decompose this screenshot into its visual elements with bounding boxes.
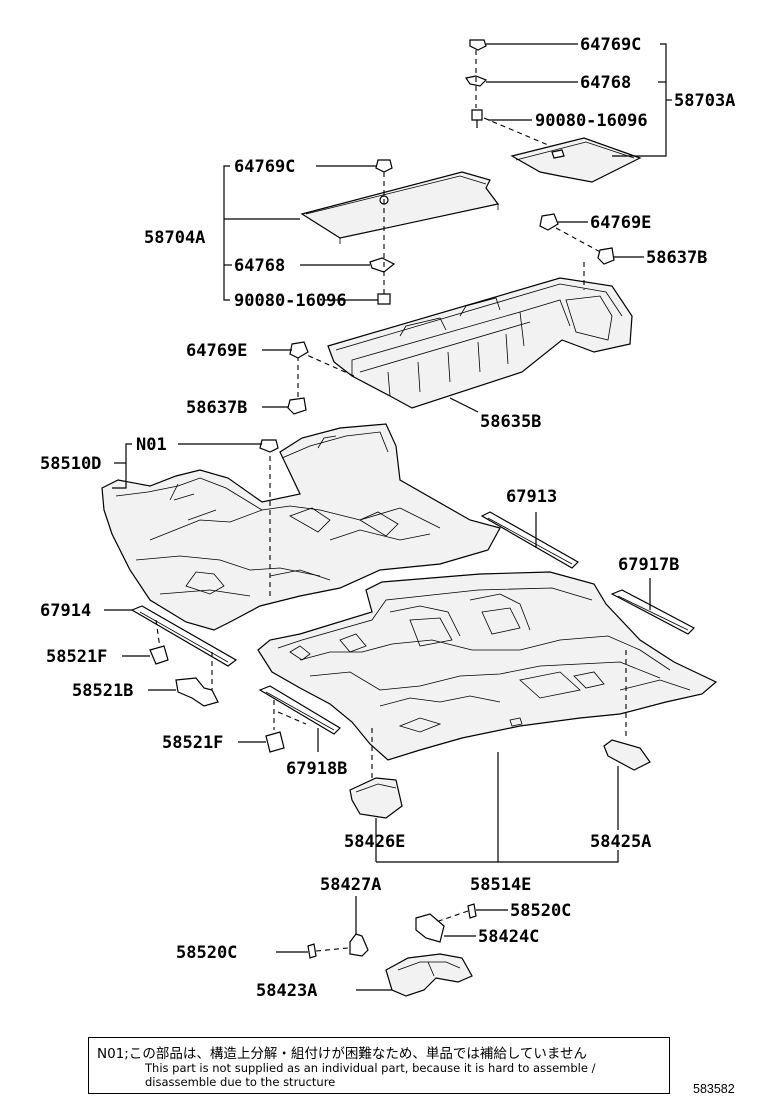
clip-64769c-mid bbox=[375, 159, 393, 173]
clip-64769e-left bbox=[262, 341, 309, 359]
bracket-58423a bbox=[356, 953, 473, 997]
note-box: N01;この部品は、構造上分解・組付けが困難なため、単品では補給していません T… bbox=[88, 1037, 670, 1094]
clip-58521b bbox=[148, 677, 219, 707]
screw-90080-mid bbox=[377, 293, 391, 305]
note-english-line2: disassemble due to the structure bbox=[145, 1075, 336, 1089]
clip-64769c-top bbox=[469, 39, 487, 51]
part-58703a-group bbox=[465, 39, 672, 183]
bracket-58424c bbox=[415, 913, 476, 943]
tray-58635b bbox=[297, 227, 633, 413]
label-58521f-lower: 58521F bbox=[162, 733, 223, 753]
clip-58520c-right bbox=[435, 903, 508, 923]
pad-58425a bbox=[603, 739, 651, 830]
clip-64768-mid bbox=[369, 257, 396, 273]
label-90080-16096-top: 90080-16096 bbox=[535, 111, 648, 131]
label-67913: 67913 bbox=[506, 487, 557, 507]
board-58704a bbox=[300, 171, 500, 244]
note-japanese: N01;この部品は、構造上分解・組付けが困難なため、単品では補給していません bbox=[97, 1046, 588, 1062]
nut-58637b-right bbox=[597, 247, 644, 265]
note-english-line1: This part is not supplied as an individu… bbox=[145, 1061, 596, 1075]
scuff-plate-67914 bbox=[104, 605, 238, 690]
label-67914: 67914 bbox=[40, 601, 91, 621]
label-64768-top: 64768 bbox=[580, 73, 631, 93]
clip-n01 bbox=[178, 439, 279, 453]
label-58426e: 58426E bbox=[344, 832, 405, 852]
clip-64769e-right bbox=[539, 213, 588, 231]
reference-number: 583582 bbox=[693, 1082, 735, 1096]
label-90080-16096-mid: 90080-16096 bbox=[234, 291, 347, 311]
label-58704a: 58704A bbox=[144, 228, 205, 248]
clip-58520c-left bbox=[276, 943, 349, 959]
label-58425a: 58425A bbox=[590, 832, 651, 852]
label-58423a: 58423A bbox=[256, 981, 317, 1001]
label-64768-mid: 64768 bbox=[234, 256, 285, 276]
label-64769e-right: 64769E bbox=[590, 213, 651, 233]
clip-58521f-upper bbox=[122, 645, 169, 665]
label-58520c-left: 58520C bbox=[176, 943, 237, 963]
pad-58426e bbox=[349, 777, 403, 862]
clip-58521f-lower bbox=[238, 731, 285, 753]
label-67917b: 67917B bbox=[618, 555, 679, 575]
label-58637b-left: 58637B bbox=[186, 398, 247, 418]
part-58704a-group bbox=[223, 159, 500, 305]
label-67918b: 67918B bbox=[286, 759, 347, 779]
part-labels: 64769C 64768 58703A 90080-16096 64769C 5… bbox=[40, 35, 735, 1001]
label-58520c-right: 58520C bbox=[510, 901, 571, 921]
label-58521b: 58521B bbox=[72, 681, 133, 701]
label-58424c: 58424C bbox=[478, 927, 539, 947]
cover-58703a bbox=[510, 137, 642, 183]
carpet-58510d bbox=[101, 423, 501, 631]
label-64769e-left: 64769E bbox=[186, 341, 247, 361]
label-64769c-mid: 64769C bbox=[234, 157, 295, 177]
nut-58637b-left bbox=[262, 397, 307, 415]
label-64769c-top: 64769C bbox=[580, 35, 641, 55]
label-58637b-right: 58637B bbox=[646, 248, 707, 268]
label-58703a: 58703A bbox=[674, 91, 735, 111]
scuff-plate-67917b bbox=[610, 578, 695, 635]
carpet-58514e bbox=[257, 571, 718, 780]
label-58514e: 58514E bbox=[470, 875, 531, 895]
bracket-58427a bbox=[349, 896, 369, 957]
label-58510d: 58510D bbox=[40, 454, 101, 474]
label-58635b: 58635B bbox=[480, 412, 541, 432]
label-58427a: 58427A bbox=[320, 875, 381, 895]
label-n01: N01 bbox=[136, 435, 167, 455]
label-58521f-upper: 58521F bbox=[46, 647, 107, 667]
scuff-plate-67918b bbox=[258, 685, 341, 752]
screw-90080-top bbox=[471, 109, 483, 128]
scuff-plate-67913 bbox=[480, 511, 579, 569]
